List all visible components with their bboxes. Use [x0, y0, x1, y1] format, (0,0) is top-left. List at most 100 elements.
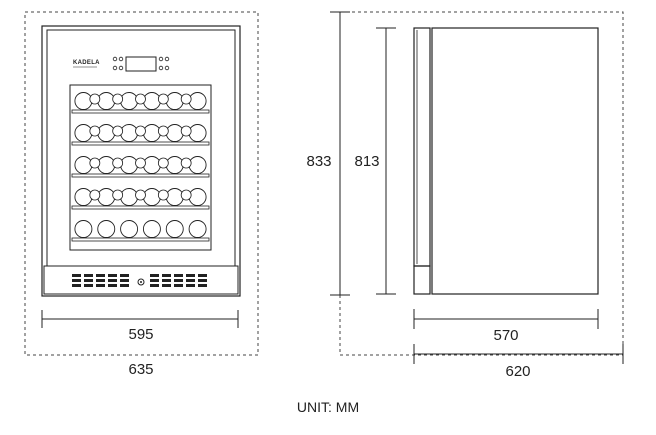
bottle-icon [97, 188, 116, 206]
bottle-icon [188, 220, 207, 238]
vent-slot [108, 274, 117, 277]
vent-slot [108, 284, 117, 287]
outer-depth-label: 620 [505, 363, 530, 380]
bottle-neck-icon [89, 157, 101, 169]
vent-slot [198, 279, 207, 282]
display-screen-icon [125, 56, 157, 72]
bottle-neck-icon [135, 189, 146, 201]
shelf-rail [71, 173, 210, 178]
vent-slot [84, 274, 93, 277]
bottle-icon [165, 124, 184, 142]
vent-slot [108, 279, 117, 282]
vent-slot [186, 279, 195, 282]
vent-slot [96, 279, 105, 282]
door-side-profile [413, 27, 431, 267]
vent-slot [120, 274, 129, 277]
vent-slot [96, 274, 105, 277]
control-button-icon [158, 56, 164, 62]
vent-slot [186, 274, 195, 277]
bottle-icon [74, 156, 93, 174]
lock-keyhole-icon [140, 281, 142, 283]
vent-slot [162, 279, 171, 282]
glass-window [69, 84, 212, 251]
bottle-icon [142, 220, 161, 238]
unit-label: UNIT: MM [297, 399, 359, 415]
bottle-icon [74, 124, 93, 142]
vent-slot [162, 284, 171, 287]
bottle-icon [97, 156, 116, 174]
control-button-icon [118, 56, 124, 62]
bottle-icon [97, 220, 116, 238]
bottle-neck-icon [157, 125, 169, 137]
control-panel [112, 56, 170, 72]
bottle-icon [142, 156, 161, 174]
shelf-rail [71, 205, 210, 210]
vent-slot [72, 279, 81, 282]
bottle-neck-icon [135, 125, 146, 137]
vent-slot [84, 279, 93, 282]
wine-shelves [71, 92, 210, 242]
control-button-icon [118, 65, 124, 71]
bottle-icon [97, 124, 116, 142]
bottle-icon [188, 156, 207, 174]
bottle-icon [142, 124, 161, 142]
bottle-neck-icon [112, 157, 124, 169]
bottle-neck-icon [112, 125, 124, 137]
bottle-icon [74, 92, 93, 110]
inner-depth-dimension [413, 309, 599, 329]
vent-slot [150, 274, 159, 277]
vent-slot [120, 284, 129, 287]
cabinet-body [41, 25, 241, 297]
control-button-icon [112, 65, 118, 71]
bottle-neck-icon [135, 93, 146, 105]
base-side-profile [413, 265, 431, 295]
outer-depth-dimension [413, 344, 624, 364]
inner-height-dimension [376, 27, 396, 295]
bottle-icon [188, 124, 207, 142]
bottle-neck-icon [180, 125, 192, 137]
control-button-icon [164, 65, 170, 71]
base-grille-panel [43, 265, 239, 295]
bottle-neck-icon [135, 157, 146, 169]
inner-depth-label: 570 [493, 327, 518, 344]
bottle-icon [165, 188, 184, 206]
bottle-icon [165, 92, 184, 110]
vent-slot [72, 284, 81, 287]
bottle-neck-icon [180, 157, 192, 169]
bottle-neck-icon [112, 189, 124, 201]
bottle-icon [74, 188, 93, 206]
vent-slot [150, 279, 159, 282]
vent-slot [150, 284, 159, 287]
front-view: KADELA 595 635 [24, 11, 259, 378]
bottle-icon [188, 188, 207, 206]
vent-slot [72, 274, 81, 277]
vent-slot [162, 274, 171, 277]
vent-slot [120, 279, 129, 282]
vent-slot [174, 284, 183, 287]
outer-width-label: 635 [128, 361, 153, 378]
cabinet-side-body [431, 27, 599, 295]
vent-slot [198, 274, 207, 277]
vent-slot [198, 284, 207, 287]
bottle-neck-icon [89, 125, 101, 137]
inner-height-label: 813 [354, 153, 379, 170]
bottle-neck-icon [89, 189, 101, 201]
vent-slot [96, 284, 105, 287]
bottle-icon [120, 124, 139, 142]
inner-width-label: 595 [128, 326, 153, 343]
control-button-icon [164, 56, 170, 62]
bottle-neck-icon [180, 93, 192, 105]
bottle-neck-icon [157, 157, 169, 169]
bottle-neck-icon [112, 93, 124, 105]
bottle-icon [165, 220, 184, 238]
bottle-icon [120, 92, 139, 110]
shelf-rail [71, 237, 210, 242]
vent-slot [174, 279, 183, 282]
bottle-neck-icon [180, 189, 192, 201]
control-button-icon [158, 65, 164, 71]
outer-height-dimension [330, 11, 350, 296]
bottle-icon [120, 220, 139, 238]
shelf-rail [71, 109, 210, 114]
bottle-icon [120, 188, 139, 206]
